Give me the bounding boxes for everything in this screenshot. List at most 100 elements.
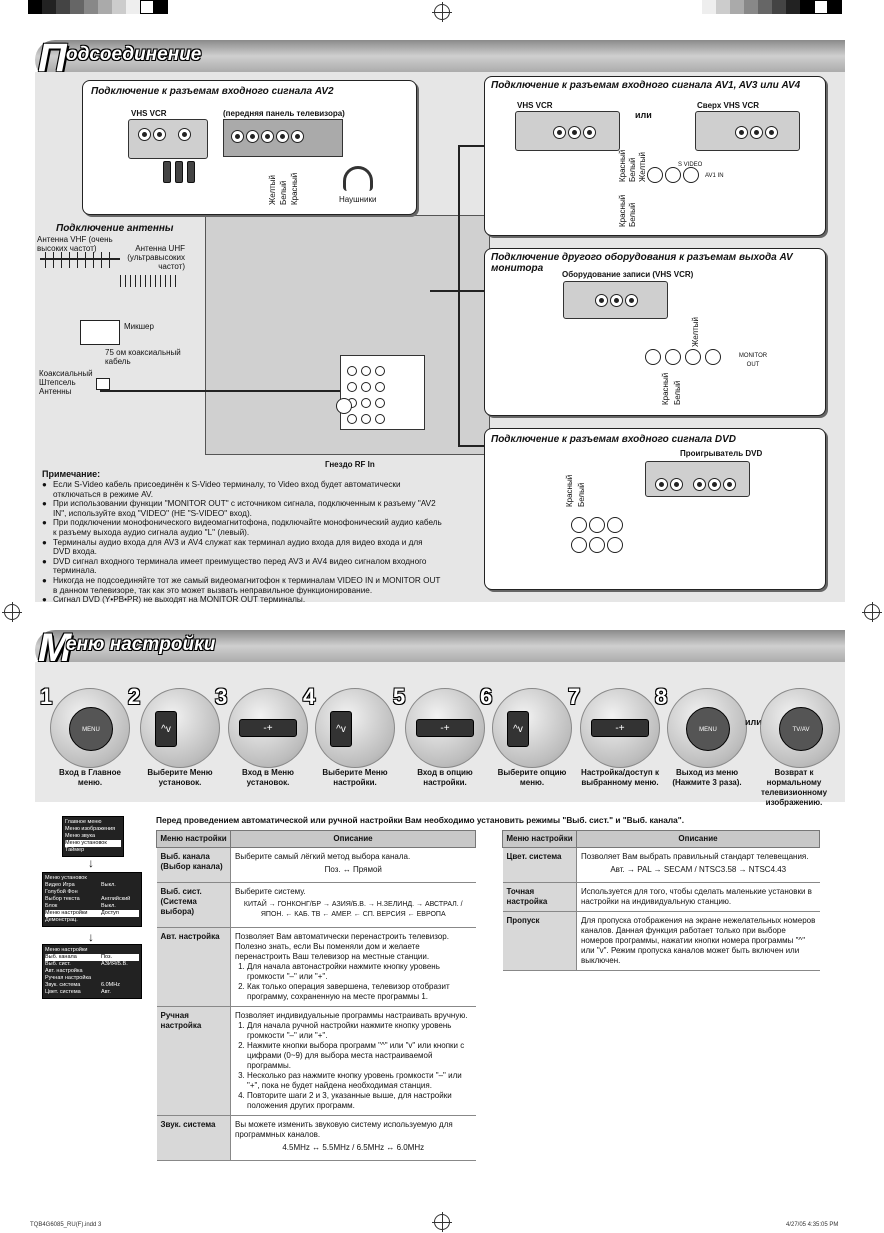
arrow-down-icon: ↓: [88, 930, 94, 944]
osd-main-menu: Главное меню Меню изображения Меню звука…: [62, 816, 124, 857]
step-8-label: Выход из меню (Нажмите 3 раза).: [672, 768, 742, 787]
av134-jack-b: [665, 167, 681, 183]
monitor-jack-a: [645, 349, 661, 365]
rf-in-label: Гнездо RF In: [325, 460, 375, 469]
note-item: Терминалы аудио входа для AV3 и AV4 служ…: [42, 538, 442, 557]
osd-line: Цвет. система: [45, 989, 81, 995]
dvd-player-label: Проигрыватель DVD: [680, 449, 763, 458]
dvd-jack-1: [571, 517, 587, 533]
table-value: Выберите самый лёгкий метод выбора канал…: [230, 847, 476, 883]
osd-line: Главное меню: [65, 819, 102, 825]
step-number-8: 8: [655, 684, 668, 709]
av2-color-red: Красный: [290, 172, 299, 205]
osd-line: Меню звука: [65, 833, 96, 839]
mixer-box: [80, 320, 120, 345]
dvd-panel: Подключение к разъемам входного сигнала …: [484, 428, 826, 590]
row-description: Выберите систему.: [235, 887, 306, 896]
antenna-plug-label: Коаксиальный Штепсель Антенны: [39, 369, 93, 396]
av134-av1in-label: AV1 IN: [705, 173, 724, 179]
osd-line-selected: Выб. канала: [45, 954, 77, 960]
menu-button-icon: MENU: [69, 707, 113, 751]
step-4-label: Выберите Меню настройки.: [322, 768, 388, 787]
av134-svideo-label: S VIDEO: [678, 162, 703, 168]
osd-value: Выкл.: [101, 882, 116, 888]
table-key: Цвет. система: [502, 847, 577, 883]
table-row: Точная настройка Используется для того, …: [502, 882, 820, 912]
table-value: Вы можете изменить звуковую систему испо…: [230, 1115, 476, 1161]
note-item: При подключении монофонического видеомаг…: [42, 518, 442, 537]
section-connection-title: одсоединение: [66, 44, 202, 65]
table-key: Звук. система: [156, 1115, 231, 1161]
table-row: Авт. настройка Позволяет Вам автоматичес…: [156, 927, 476, 1007]
note-item: DVD сигнал входного терминала имеет преи…: [42, 557, 442, 576]
av2-color-yellow: Желтый: [268, 174, 277, 205]
registration-mark-left: [2, 602, 22, 622]
step-1-illustration: MENU: [50, 688, 130, 768]
av134-title: Подключение к разъемам входного сигнала …: [491, 80, 801, 91]
volume-minus-plus-icon: -+: [416, 719, 474, 737]
av134-color-red: Красный: [618, 149, 627, 182]
osd-line: Звук. система: [45, 982, 81, 988]
footer-file: TQB4G6085_RU(F).indd 3: [30, 1222, 102, 1228]
row-description: Позволяет Вам выбрать правильный стандар…: [581, 852, 809, 861]
row-list-item: Повторите шаги 2 и 3, указанные выше, дл…: [247, 1091, 472, 1111]
table-key: Пропуск: [502, 911, 577, 971]
table-key: Выб. сист. (Система выбора): [156, 882, 231, 928]
antenna-uhf-label: Антенна UHF (ультравысоких частот): [127, 244, 185, 271]
table-value: Позволяет Вам автоматически перенастроит…: [230, 927, 476, 1007]
av134-color-red-2: Красный: [618, 194, 627, 227]
av2-title: Подключение к разъемам входного сигнала …: [91, 86, 334, 97]
wire-antenna: [100, 390, 340, 392]
av134-color-white: Белый: [628, 157, 637, 182]
step-6-label: Выберите опцию меню.: [497, 768, 567, 787]
step-2-illustration: ^v: [140, 688, 220, 768]
av134-jack-a: [647, 167, 663, 183]
dvd-jack-3: [607, 517, 623, 533]
step-3-illustration: -+: [228, 688, 308, 768]
osd-value: Поз.: [101, 954, 112, 960]
monitor-rec-label: Оборудование записи (VHS VCR): [562, 270, 694, 279]
osd-value: 6.0MHz: [101, 982, 120, 988]
tv-terminal-panel: [340, 355, 425, 430]
section-menu-title: еню настройки: [66, 634, 216, 655]
monitor-jack-b: [665, 349, 681, 365]
av134-color-white-2: Белый: [628, 202, 637, 227]
dvd-color-red: Красный: [565, 474, 574, 507]
osd-line: Блок: [45, 903, 58, 909]
row-description: Позволяет Вам автоматически перенастроит…: [235, 932, 449, 961]
table-row: Цвет. система Позволяет Вам выбрать прав…: [502, 847, 820, 883]
dvd-jack-4: [571, 537, 587, 553]
av134-or: или: [635, 110, 652, 120]
step-5-illustration: -+: [405, 688, 485, 768]
dvd-jack-6: [607, 537, 623, 553]
tvav-button-icon: TV/AV: [779, 707, 823, 751]
table-value: Используется для того, чтобы сделать мал…: [576, 882, 820, 912]
monitor-title: Подключение другого оборудования к разъе…: [491, 252, 793, 274]
row-list-item: Нажмите кнопки выбора программ "^" или "…: [247, 1041, 472, 1071]
table-header: Меню настройки: [502, 830, 577, 848]
registration-mark-top: [432, 2, 452, 22]
osd-line: Авт. настройка: [45, 968, 83, 974]
av134-color-yellow: Желтый: [638, 151, 647, 182]
av2-panel: Подключение к разъемам входного сигнала …: [82, 80, 417, 215]
print-color-bar-right: [702, 0, 857, 14]
dvd-title: Подключение к разъемам входного сигнала …: [491, 434, 736, 445]
dvd-color-white: Белый: [577, 482, 586, 507]
channel-up-down-icon: ^v: [507, 711, 529, 747]
coax-label: 75 ом коаксиальный кабель: [105, 348, 181, 366]
monitor-vcr: [563, 281, 668, 319]
osd-value: Авт.: [101, 989, 111, 995]
row-diagram: КИТАЙ → ГОНКОНГ/БР → АЗИЯ/Б.В. → Н.ЗЕЛИН…: [243, 901, 463, 918]
note-item: Никогда не подсоединяйте тот же самый ви…: [42, 576, 442, 595]
monitor-jack-c: [685, 349, 701, 365]
wire-monitor: [430, 290, 484, 292]
osd-line: Меню настройки: [45, 947, 88, 953]
table-key: Выб. канала (Выбор канала): [156, 847, 231, 883]
av134-svhs-vcr: [695, 111, 800, 151]
tuning-table-right: Меню настройки Описание Цвет. система По…: [502, 830, 820, 971]
or-label: или: [745, 717, 762, 727]
osd-line-selected: Меню настройки: [45, 910, 88, 916]
av2-plug-1: [163, 161, 171, 183]
osd-line: Меню изображения: [65, 826, 116, 832]
